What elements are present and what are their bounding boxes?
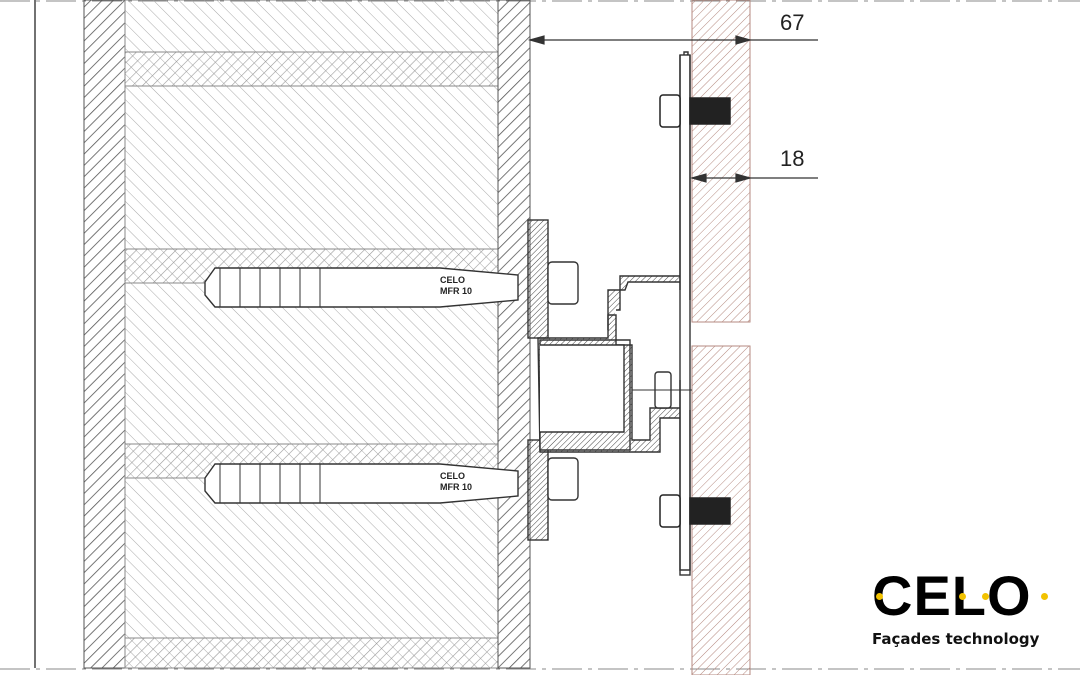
logo-dot [982, 593, 989, 600]
anchor-upper: CELO MFR 10 [204, 261, 579, 308]
masonry-wall [83, 0, 531, 669]
anchor-brand-label: CELO [440, 471, 465, 481]
anchor-model-label: MFR 10 [440, 482, 472, 492]
logo-dot [1041, 593, 1048, 600]
panel-rivets [659, 94, 731, 528]
logo-dot [876, 593, 883, 600]
upper-panel [691, 0, 751, 323]
dimension-67-label: 67 [780, 10, 804, 35]
logo-tagline: Façades technology [872, 630, 1040, 648]
dimension-overall: 67 [527, 10, 818, 45]
dimension-panel: 18 [689, 146, 818, 183]
dimension-18-label: 18 [780, 146, 804, 171]
substructure [527, 51, 692, 576]
logo-wordmark: CELO [872, 564, 1032, 627]
anchor-lower: CELO MFR 10 [204, 457, 579, 504]
anchor-model-label: MFR 10 [440, 286, 472, 296]
celo-logo: CELO Façades technology [872, 568, 1052, 648]
anchor-brand-label: CELO [440, 275, 465, 285]
logo-dot [959, 593, 966, 600]
